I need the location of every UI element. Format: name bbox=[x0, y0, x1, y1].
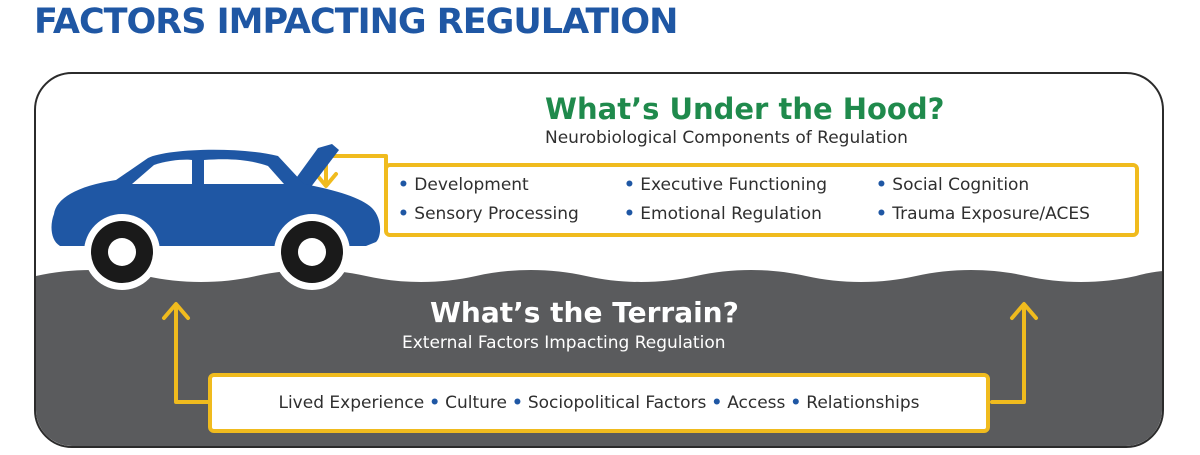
hood-item: • Executive Functioning bbox=[624, 175, 828, 195]
bullet: • bbox=[876, 204, 887, 224]
bullet: • bbox=[624, 175, 635, 195]
right-up-arrow bbox=[990, 302, 1038, 404]
hood-item: • Development bbox=[398, 175, 529, 195]
hood-components-box: • Development • Sensory Processing • Exe… bbox=[384, 163, 1139, 237]
left-up-arrow bbox=[162, 302, 212, 404]
terrain-subtitle: External Factors Impacting Regulation bbox=[402, 333, 726, 353]
terrain-item: Relationships bbox=[806, 393, 920, 413]
bullet: • bbox=[511, 393, 523, 413]
bullet: • bbox=[790, 393, 802, 413]
page-title: FACTORS IMPACTING REGULATION bbox=[34, 2, 678, 42]
hood-subtitle: Neurobiological Components of Regulation bbox=[545, 128, 908, 148]
hood-item: • Sensory Processing bbox=[398, 204, 579, 224]
terrain-factors-box: Lived Experience • Culture • Sociopoliti… bbox=[208, 373, 990, 433]
bullet: • bbox=[429, 393, 441, 413]
bullet: • bbox=[876, 175, 887, 195]
terrain-item: Access bbox=[727, 393, 786, 413]
hood-item: • Social Cognition bbox=[876, 175, 1030, 195]
hood-item: • Emotional Regulation bbox=[624, 204, 822, 224]
bullet: • bbox=[398, 204, 409, 224]
terrain-title: What’s the Terrain? bbox=[430, 296, 739, 329]
hood-title: What’s Under the Hood? bbox=[545, 92, 945, 126]
terrain-item: Lived Experience bbox=[278, 393, 425, 413]
bullet: • bbox=[398, 175, 409, 195]
terrain-item: Culture bbox=[445, 393, 507, 413]
car-wheels bbox=[91, 221, 343, 283]
bullet: • bbox=[711, 393, 723, 413]
bullet: • bbox=[624, 204, 635, 224]
hood-item: • Trauma Exposure/ACES bbox=[876, 204, 1090, 224]
terrain-item: Sociopolitical Factors bbox=[527, 393, 707, 413]
